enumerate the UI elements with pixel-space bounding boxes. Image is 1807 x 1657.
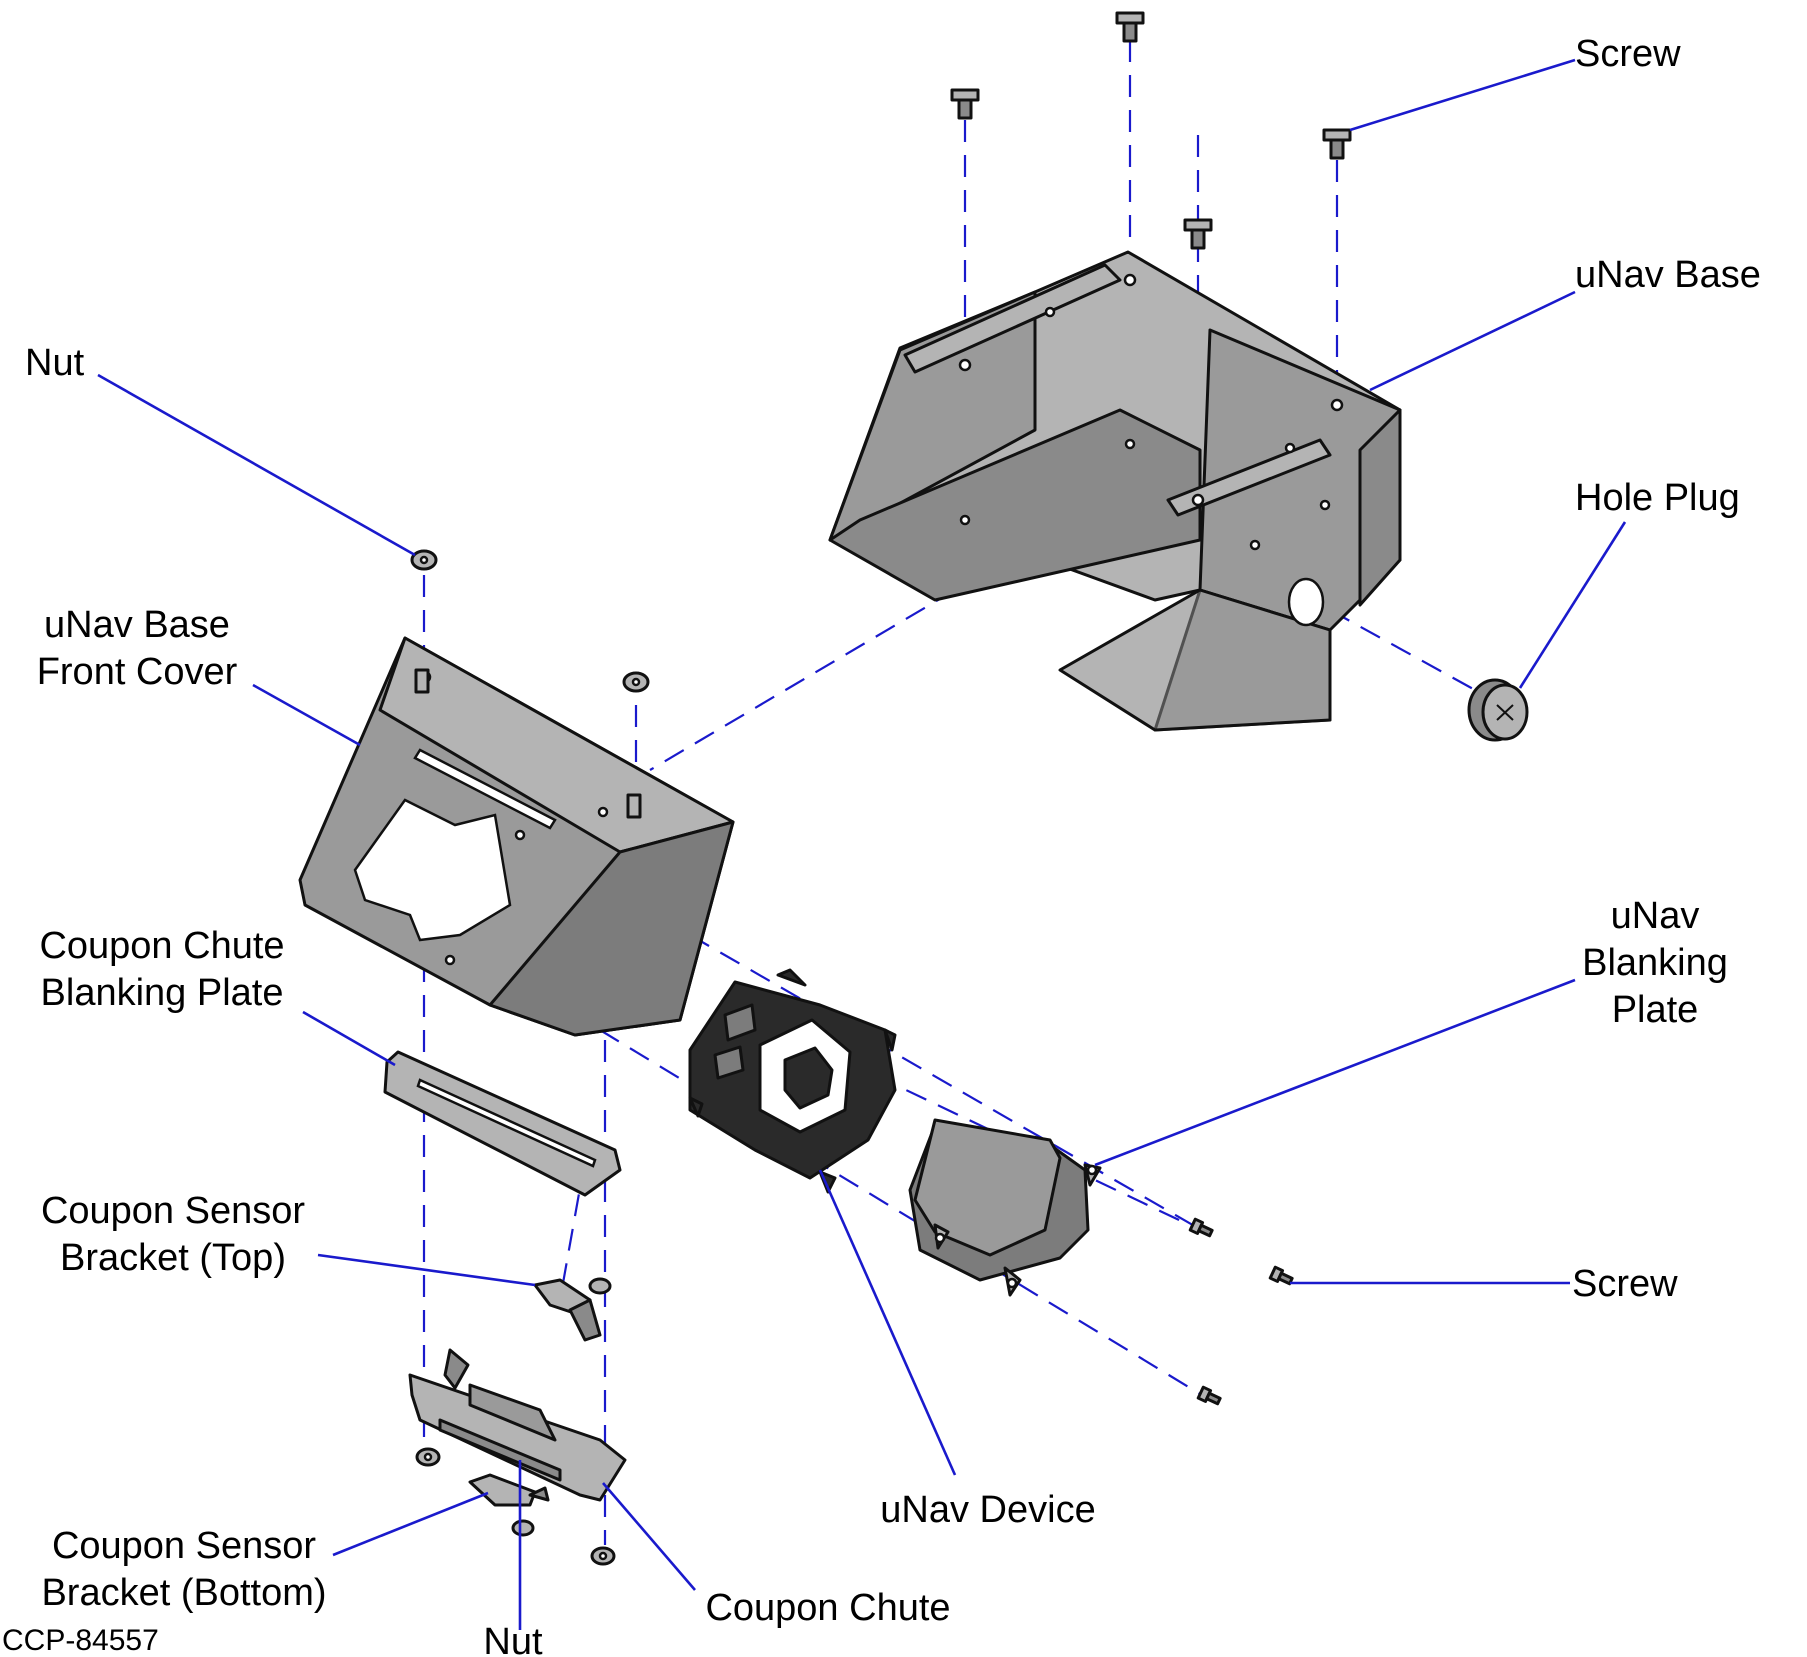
coupon-chute-blanking-plate bbox=[383, 1050, 622, 1197]
label-hole-plug: Hole Plug bbox=[1575, 477, 1740, 519]
label-nut-bottom: Nut bbox=[483, 1621, 543, 1657]
screw-icon bbox=[1183, 218, 1213, 250]
label-screw-bottom: Screw bbox=[1572, 1263, 1678, 1305]
unav-base bbox=[828, 250, 1402, 732]
label-unav-blanking-line2: Blanking bbox=[1582, 942, 1728, 984]
leader-lines bbox=[97, 58, 1627, 1630]
screw-icon bbox=[1196, 1385, 1222, 1406]
label-sensor-bottom-line2: Bracket (Bottom) bbox=[41, 1572, 326, 1614]
nut-icon bbox=[511, 1519, 535, 1537]
label-unav-base: uNav Base bbox=[1575, 254, 1761, 296]
nut-icon bbox=[410, 549, 438, 571]
nut-icon bbox=[590, 1546, 616, 1566]
label-chute-blanking-line1: Coupon Chute bbox=[39, 925, 284, 967]
label-chute-blanking-line2: Blanking Plate bbox=[41, 972, 284, 1014]
screws-top bbox=[950, 11, 1352, 250]
label-screw-top: Screw bbox=[1575, 33, 1681, 75]
screw-icon bbox=[950, 88, 980, 120]
callout-labels: Screw uNav Base Hole Plug Nut uNav Base … bbox=[2, 33, 1761, 1657]
coupon-sensor-bracket-bottom bbox=[468, 1473, 550, 1507]
label-coupon-chute: Coupon Chute bbox=[705, 1587, 950, 1629]
nut-icon bbox=[588, 1277, 612, 1295]
screw-icon bbox=[1268, 1265, 1294, 1286]
coupon-sensor-bracket-top bbox=[533, 1278, 602, 1342]
coupon-chute bbox=[408, 1348, 627, 1502]
label-front-cover-line1: uNav Base bbox=[44, 604, 230, 646]
label-front-cover-line2: Front Cover bbox=[37, 651, 238, 693]
label-unav-blanking-line3: Plate bbox=[1612, 989, 1699, 1031]
nut-icon bbox=[622, 671, 650, 693]
screw-icon bbox=[1188, 1217, 1214, 1238]
unav-base-front-cover bbox=[298, 636, 735, 1037]
unav-device bbox=[688, 968, 897, 1194]
unav-blanking-plate bbox=[908, 1118, 1102, 1297]
label-unav-device: uNav Device bbox=[880, 1489, 1095, 1531]
label-sensor-top-line1: Coupon Sensor bbox=[41, 1190, 305, 1232]
label-nut-top: Nut bbox=[25, 342, 85, 384]
screw-icon bbox=[1322, 128, 1352, 160]
nut-icon bbox=[415, 1447, 441, 1467]
figure-code: CCP-84557 bbox=[2, 1624, 159, 1657]
nuts bbox=[410, 549, 650, 1566]
hole-plug bbox=[1467, 678, 1529, 742]
screws-bottom bbox=[1188, 1217, 1294, 1406]
label-sensor-top-line2: Bracket (Top) bbox=[60, 1237, 286, 1279]
label-sensor-bottom-line1: Coupon Sensor bbox=[52, 1525, 316, 1567]
screw-icon bbox=[1115, 11, 1145, 43]
label-unav-blanking-line1: uNav bbox=[1611, 895, 1700, 937]
